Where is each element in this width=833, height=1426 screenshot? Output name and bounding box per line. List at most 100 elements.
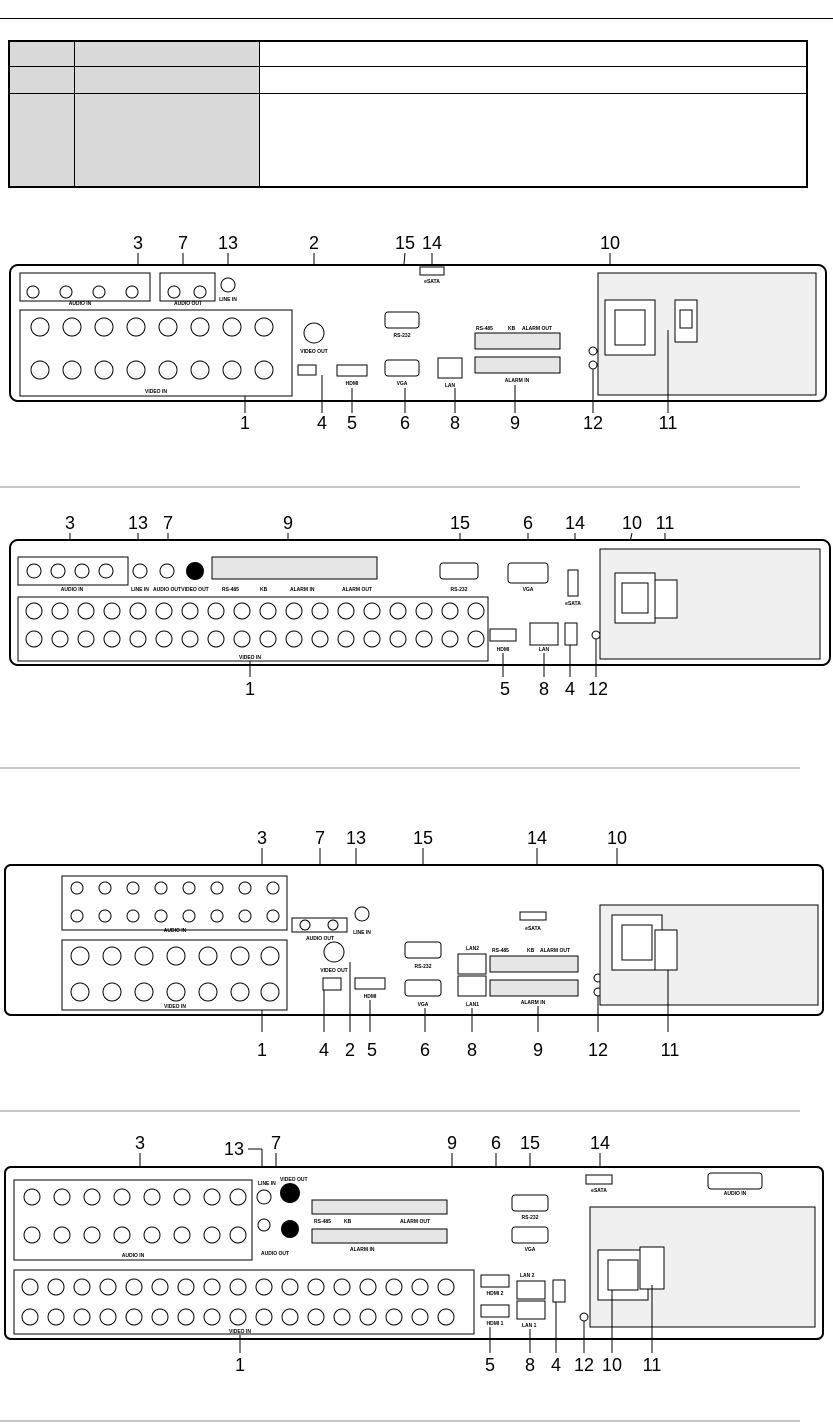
callout-13: 13 [128,513,148,533]
callout-4: 4 [319,1040,329,1060]
callout-7: 7 [178,233,188,253]
callout-9: 9 [510,413,520,433]
callout-8: 8 [539,679,549,699]
callout-3: 3 [135,1133,145,1153]
callout-15: 15 [395,233,415,253]
alarm-in-label: ALARM IN [505,378,530,384]
callout-11: 11 [643,1355,662,1375]
page-header-rule [0,18,833,19]
callout-14: 14 [590,1133,610,1153]
table-cell-no [10,67,75,93]
alarm-out-label: ALARM OUT [540,948,570,954]
callout-12: 12 [588,1040,608,1060]
callout-3: 3 [65,513,75,533]
callout-5: 5 [347,413,357,433]
table-cell-item [75,67,260,93]
hdmi-label: HDMI [497,647,510,653]
rs232-label: RS-232 [522,1215,539,1221]
line-in-label: LINE IN [258,1181,276,1187]
rs232-label: RS-232 [415,964,432,970]
rear-panel-diagram-1: 3 7 13 2 15 14 10 AUDIO IN AUDIO OUT LIN… [0,225,833,435]
lan2-label: LAN2 [466,946,479,952]
callout-15: 15 [520,1133,540,1153]
video-out-label: VIDEO OUT [181,587,209,593]
alarm-in-label: ALARM IN [290,587,315,593]
callout-8: 8 [467,1040,477,1060]
table-row [10,42,806,67]
vga-label: VGA [525,1247,536,1253]
table-row [10,67,806,94]
callout-13: 13 [346,828,366,848]
callout-10: 10 [622,513,642,533]
callout-3: 3 [257,828,267,848]
esata-label: eSATA [565,601,581,607]
callout-4: 4 [317,413,327,433]
callout-12: 12 [574,1355,594,1375]
kb-label: KB [508,326,516,332]
vga-label: VGA [397,381,408,387]
section-divider [0,1420,800,1422]
callout-10: 10 [607,828,627,848]
callout-9: 9 [283,513,293,533]
alarm-in-label: ALARM IN [350,1247,375,1253]
callout-12: 12 [583,413,603,433]
audio-out-label: AUDIO OUT [261,1251,289,1257]
callout-14: 14 [422,233,442,253]
section-divider [0,767,800,769]
audio-out-label: AUDIO OUT [153,587,181,593]
video-in-label: VIDEO IN [239,655,261,661]
esata-label: eSATA [591,1188,607,1194]
video-out-label: VIDEO OUT [300,349,328,355]
alarm-out-label: ALARM OUT [522,326,552,332]
callout-13: 13 [218,233,238,253]
table-cell-no [10,42,75,66]
video-out-label: VIDEO OUT [320,968,348,974]
rear-panel-diagram-3: 3 7 13 15 14 10 AUDIO IN AUDIO OUT LINE … [0,820,833,1070]
callout-9: 9 [447,1133,457,1153]
callout-14: 14 [527,828,547,848]
audio-out-label: AUDIO OUT [306,936,334,942]
rs485-label: RS-485 [222,587,239,593]
callout-7: 7 [271,1133,281,1153]
callout-11: 11 [659,413,678,433]
callout-8: 8 [525,1355,535,1375]
audio-out-label: AUDIO OUT [174,301,202,307]
kb-label: KB [260,587,268,593]
callout-1: 1 [235,1355,245,1375]
hdmi-label: HDMI [364,994,377,1000]
section-divider [0,1110,800,1112]
callout-4: 4 [551,1355,561,1375]
callout-1: 1 [240,413,250,433]
callout-5: 5 [485,1355,495,1375]
callout-6: 6 [420,1040,430,1060]
esata-label: eSATA [525,926,541,932]
callout-8: 8 [450,413,460,433]
line-in-label: LINE IN [131,587,149,593]
lan2-label: LAN 2 [520,1273,535,1279]
table-row [10,94,806,186]
table-cell-no [10,94,75,186]
callout-12: 12 [588,679,608,699]
video-in-label: VIDEO IN [145,389,167,395]
kb-label: KB [344,1219,352,1225]
rs485-label: RS-485 [476,326,493,332]
callout-6: 6 [491,1133,501,1153]
table-cell-item [75,42,260,66]
audio-in-label: AUDIO IN [122,1253,145,1259]
audio-in-label: AUDIO IN [164,928,187,934]
callout-11: 11 [661,1040,680,1060]
lan1-label: LAN1 [466,1002,479,1008]
lan-label: LAN [539,647,550,653]
table-cell-item [75,94,260,186]
audio-in-label: AUDIO IN [61,587,84,593]
rs485-label: RS-485 [314,1219,331,1225]
callout-13: 13 [224,1139,244,1159]
callout-9: 9 [533,1040,543,1060]
rs232-label: RS-232 [451,587,468,593]
callout-1: 1 [257,1040,267,1060]
line-in-label: LINE IN [353,930,371,936]
callout-14: 14 [565,513,585,533]
lan-label: LAN [445,383,456,389]
video-in-label: VIDEO IN [164,1004,186,1010]
audio-in-right-label: AUDIO IN [724,1191,747,1197]
